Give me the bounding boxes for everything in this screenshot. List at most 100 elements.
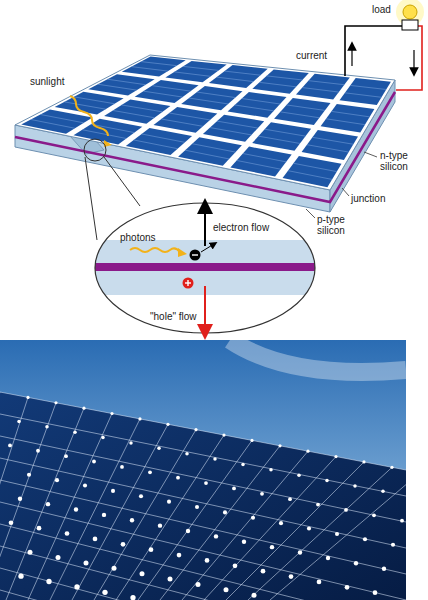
panel-sparkle	[28, 550, 33, 555]
panel-grid-line	[160, 446, 280, 600]
panel-grid-line	[50, 419, 140, 600]
solar-cell	[74, 119, 143, 145]
solar-cell	[283, 156, 342, 187]
panel-sparkle	[325, 479, 329, 483]
cell-line	[113, 110, 155, 117]
panel-sparkle	[17, 420, 21, 424]
cell-line	[265, 129, 306, 136]
panel-sparkle	[102, 590, 107, 595]
solar-cell	[321, 104, 375, 133]
panel-grid-line	[72, 424, 168, 600]
current-arrow	[413, 50, 414, 72]
panel-sparkle	[73, 430, 77, 434]
leader-line	[364, 152, 377, 157]
panel-sparkle	[252, 593, 257, 598]
panel-grid-line	[138, 440, 252, 600]
panel-sparkle	[130, 595, 135, 600]
panel-sparkle	[278, 444, 281, 447]
panel-grid-line	[0, 458, 406, 548]
panel-sparkle	[306, 450, 309, 453]
panel-sparkle	[157, 447, 161, 451]
cell-line	[152, 86, 190, 92]
electron	[190, 250, 201, 261]
wire-black	[345, 26, 402, 76]
cell-line	[258, 136, 300, 143]
cell-line	[293, 163, 336, 171]
panel-sparkle	[46, 579, 51, 584]
cell-line	[287, 105, 325, 111]
panel-sparkle	[139, 494, 143, 498]
cell-line	[308, 81, 344, 85]
panel-sparkle	[261, 569, 266, 574]
sunlight-ray	[70, 96, 108, 136]
panel-sparkle	[186, 529, 190, 533]
panel-grid-line	[0, 502, 406, 600]
panel-sparkle	[9, 520, 14, 525]
cell-line	[331, 111, 369, 117]
part-label: sunlight	[30, 76, 64, 87]
cell-line	[107, 79, 145, 85]
part-label: electron flow	[213, 222, 269, 233]
solar-cells	[21, 57, 391, 188]
panel-sparkle	[129, 441, 133, 445]
panel-top	[15, 55, 395, 190]
panel-grid-line	[0, 590, 406, 600]
solar-cell	[126, 128, 192, 155]
panel-sparkle	[223, 510, 227, 514]
panel-sparkle	[185, 452, 189, 456]
panel-sparkle	[353, 484, 357, 488]
panel-sparkle	[26, 396, 29, 399]
cell-line	[302, 88, 339, 92]
panel-sparkle	[297, 473, 301, 477]
panel-sparkle	[74, 507, 78, 511]
cell-line	[98, 84, 137, 90]
cell-line	[161, 119, 203, 126]
panel-grid-line	[0, 392, 406, 470]
panel-sparkle	[120, 465, 124, 469]
cell-line	[141, 62, 177, 66]
panel-grid-line	[116, 435, 224, 600]
cell-line	[237, 160, 281, 169]
magnifier-spot	[84, 139, 106, 161]
panel-sparkle	[102, 513, 106, 517]
panel-grid-line	[6, 408, 84, 600]
panel-sparkle	[232, 487, 236, 491]
cell-line	[210, 128, 252, 135]
wire-red	[396, 26, 422, 90]
solar-cell	[203, 115, 264, 142]
panel-sparkle	[148, 470, 152, 474]
cell-line	[225, 71, 261, 75]
leader-line	[85, 157, 97, 240]
cell-line	[280, 112, 319, 118]
part-label: current	[296, 50, 327, 61]
panel-grid-line	[204, 457, 336, 600]
leader-line	[104, 157, 140, 206]
panel-sparkle	[214, 534, 218, 538]
panel-sparkle	[381, 490, 385, 494]
cell-line	[243, 154, 286, 162]
panel-sparkle	[82, 407, 85, 410]
panel-sparkle	[166, 423, 169, 426]
panel-sparkle	[400, 519, 404, 523]
panel-sparkle	[101, 436, 105, 440]
panel-grid-line	[0, 568, 406, 600]
panel-sparkle	[316, 503, 320, 507]
cell-line	[326, 119, 365, 125]
panel-sparkle	[250, 439, 253, 442]
panel-sparkle	[204, 481, 208, 485]
panel-sparkle	[344, 508, 348, 512]
bulb	[396, 0, 424, 30]
panel-sparkle	[382, 566, 386, 570]
panel-sparkle	[167, 500, 171, 504]
panel-sparkle	[390, 466, 393, 469]
panel-sparkle	[45, 425, 49, 429]
panel-sparkle	[93, 537, 98, 542]
cell-line	[40, 114, 83, 122]
part-label: n-type silicon	[380, 150, 420, 172]
cell-line	[312, 137, 353, 144]
cell-line	[189, 98, 228, 104]
panel-grid-line	[94, 430, 196, 600]
cell-line	[217, 77, 254, 81]
panel-sparkle	[298, 550, 302, 554]
